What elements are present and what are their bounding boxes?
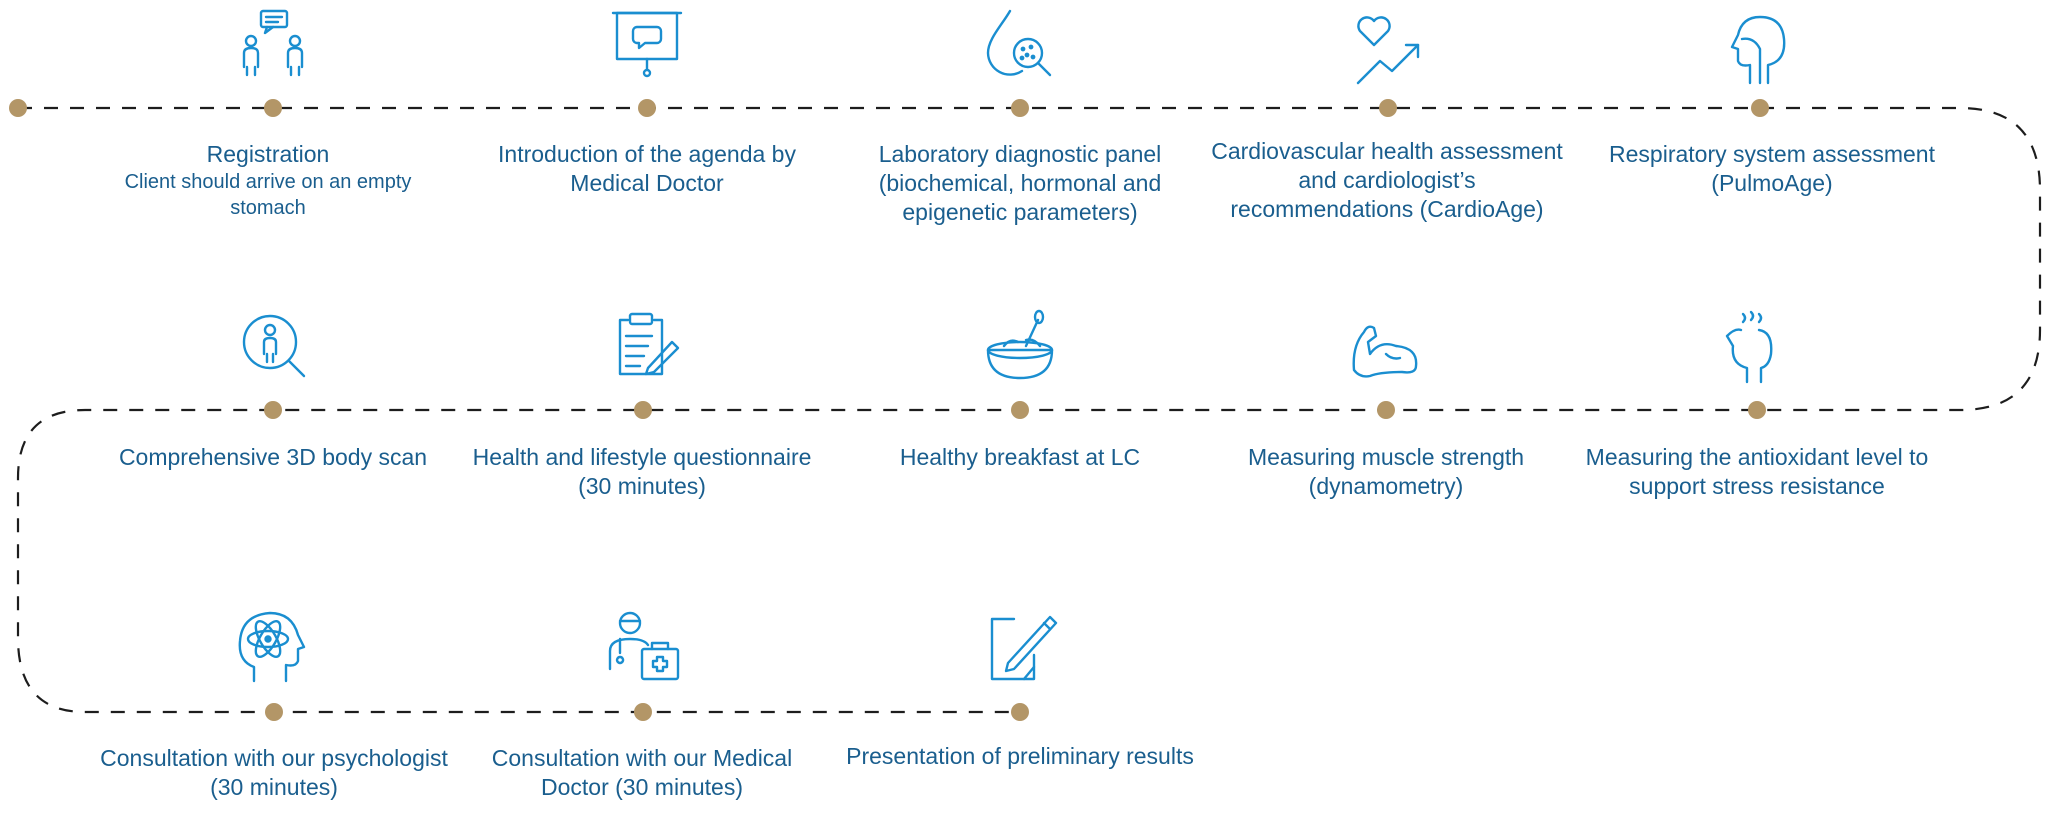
step-title: Consultation with our psychologist (30 m… bbox=[100, 745, 448, 800]
step-label: Healthy breakfast at LC bbox=[840, 443, 1200, 472]
timeline-dot bbox=[1751, 99, 1769, 117]
step-label: Consultation with our Medical Doctor (30… bbox=[462, 744, 822, 802]
timeline-start-dot bbox=[9, 99, 27, 117]
timeline-dot bbox=[634, 401, 652, 419]
timeline-dot bbox=[638, 99, 656, 117]
timeline-dot bbox=[634, 703, 652, 721]
head-atom-icon bbox=[234, 605, 314, 685]
step-label: Presentation of preliminary results bbox=[840, 742, 1200, 771]
step-label: Laboratory diagnostic panel (biochemical… bbox=[840, 140, 1200, 227]
step-title: Cardiovascular health assessment and car… bbox=[1211, 138, 1563, 222]
timeline-dot bbox=[1748, 401, 1766, 419]
step-label: Comprehensive 3D body scan bbox=[93, 443, 453, 472]
step-title: Health and lifestyle questionnaire (30 m… bbox=[472, 444, 812, 499]
step-label: Consultation with our psychologist (30 m… bbox=[94, 744, 454, 802]
step-title: Measuring the antioxidant level to suppo… bbox=[1585, 444, 1929, 499]
step-title: Respiratory system assessment (PulmoAge) bbox=[1609, 141, 1935, 196]
timeline-dot bbox=[1379, 99, 1397, 117]
document-pen-icon bbox=[980, 605, 1060, 685]
blood-drop-magnifier-icon bbox=[980, 5, 1060, 85]
heart-trend-icon bbox=[1348, 5, 1428, 85]
step-label: Respiratory system assessment (PulmoAge) bbox=[1592, 140, 1952, 198]
timeline-dot bbox=[1377, 401, 1395, 419]
step-label: Measuring muscle strength (dynamometry) bbox=[1206, 443, 1566, 501]
bowl-spoon-icon bbox=[980, 306, 1060, 386]
timeline-dot bbox=[264, 401, 282, 419]
timeline-dot bbox=[1011, 401, 1029, 419]
step-label: Introduction of the agenda by Medical Do… bbox=[467, 140, 827, 198]
step-subtitle: Client should arrive on an empty stomach bbox=[124, 171, 412, 219]
step-title: Introduction of the agenda by Medical Do… bbox=[498, 141, 796, 196]
step-title: Presentation of preliminary results bbox=[846, 743, 1194, 769]
body-scan-magnifier-icon bbox=[234, 306, 314, 386]
step-label: Measuring the antioxidant level to suppo… bbox=[1577, 443, 1937, 501]
two-people-chat-icon bbox=[233, 5, 313, 85]
step-title: Registration bbox=[206, 141, 330, 167]
step-title: Healthy breakfast at LC bbox=[899, 444, 1141, 470]
step-title: Measuring muscle strength (dynamometry) bbox=[1247, 444, 1525, 499]
step-title: Consultation with our Medical Doctor (30… bbox=[491, 745, 793, 800]
step-label: Registration Client should arrive on an … bbox=[88, 140, 448, 221]
clipboard-pencil-icon bbox=[604, 306, 684, 386]
step-title: Laboratory diagnostic panel (biochemical… bbox=[878, 141, 1162, 225]
head-respiratory-icon bbox=[1720, 5, 1800, 85]
step-label: Health and lifestyle questionnaire (30 m… bbox=[462, 443, 822, 501]
step-title: Comprehensive 3D body scan bbox=[118, 444, 428, 470]
head-steam-icon bbox=[1717, 306, 1797, 386]
flexed-arm-icon bbox=[1346, 306, 1426, 386]
timeline-dot bbox=[1011, 703, 1029, 721]
presentation-board-icon bbox=[607, 5, 687, 85]
step-label: Cardiovascular health assessment and car… bbox=[1207, 137, 1567, 224]
timeline-dot bbox=[265, 703, 283, 721]
timeline-dot bbox=[264, 99, 282, 117]
doctor-medkit-icon bbox=[604, 605, 684, 685]
timeline-dot bbox=[1011, 99, 1029, 117]
